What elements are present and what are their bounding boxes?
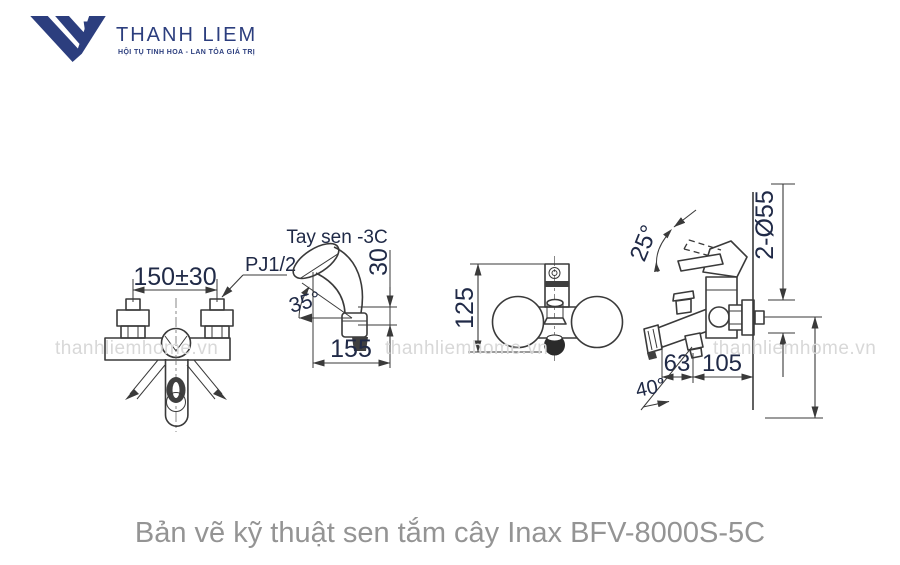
watermark: thanhliemhome.vn bbox=[713, 338, 877, 359]
watermark: thanhliemhome.vn bbox=[55, 338, 219, 359]
brand-tagline: HỘI TỤ TINH HOA - LAN TỎA GIÁ TRỊ bbox=[118, 49, 256, 56]
dim-tilt-angle: 35° bbox=[287, 287, 324, 317]
dim-spout-angle: 40° bbox=[634, 374, 668, 402]
dim-holder-height: 30 bbox=[365, 248, 393, 276]
dim-hose-reach: 155 bbox=[330, 335, 372, 363]
brand-logo: THANH LIEM HỘI TỤ TINH HOA - LAN TỎA GIÁ… bbox=[28, 16, 257, 62]
watermark: thanhliemhome.vn bbox=[385, 338, 549, 359]
side-view: 25° 2-Ø55 63 105 40° bbox=[625, 183, 823, 419]
label-hand-shower: Tay sen -3C bbox=[286, 227, 387, 248]
brand-logo-icon bbox=[30, 16, 106, 62]
front-view: 150±30 PJ1/2 bbox=[104, 254, 296, 432]
brand-name: THANH LIEM bbox=[116, 24, 258, 46]
dim-span: 150±30 bbox=[133, 263, 216, 291]
caption: Bản vẽ kỹ thuật sen tắm cây Inax BFV-800… bbox=[134, 517, 766, 549]
dim-flanges: 2-Ø55 bbox=[751, 190, 779, 259]
hand-shower-view: Tay sen -3C 35° 155 bbox=[286, 227, 397, 368]
dim-body-height: 125 bbox=[451, 287, 479, 329]
label-thread: PJ1/2 bbox=[245, 254, 296, 276]
top-view: 125 bbox=[451, 256, 624, 364]
brand-text: THANH LIEM HỘI TỤ TINH HOA - LAN TỎA GIÁ… bbox=[116, 25, 257, 56]
dim-spout-reach: 105 bbox=[702, 350, 742, 377]
dim-lever-angle: 25° bbox=[625, 221, 664, 265]
